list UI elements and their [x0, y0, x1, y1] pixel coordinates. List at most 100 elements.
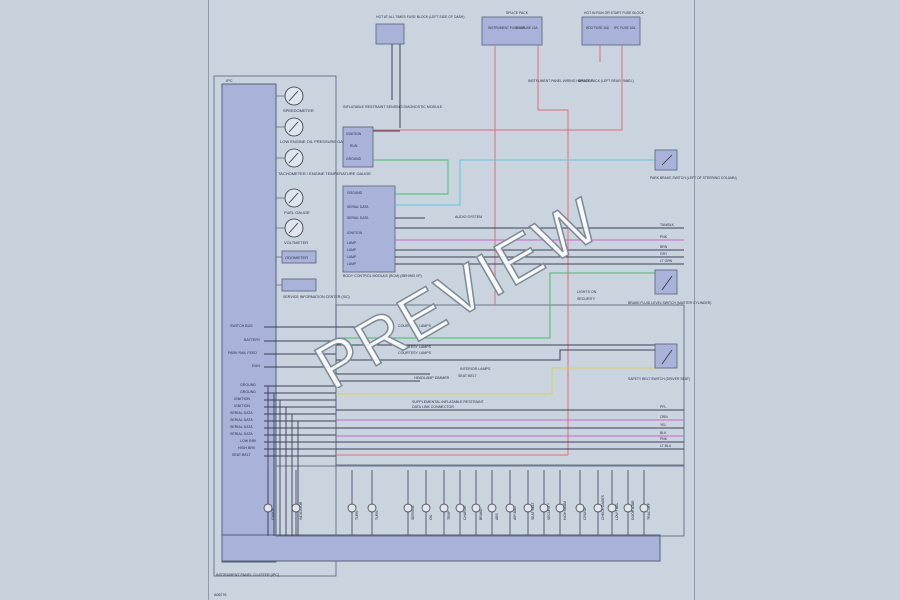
mid-label: SEAT BELT	[458, 374, 478, 378]
cluster-footer-label: INSTRUMENT PANEL CLUSTER (IPC)	[216, 573, 279, 577]
pin-label: PARK RAIL FEED	[228, 351, 257, 355]
wire-label: PNK	[660, 437, 668, 441]
indicator-lamp-icon	[455, 503, 465, 513]
splice-pack-a	[481, 16, 543, 46]
sir-pin-label: GROUND	[346, 157, 362, 161]
diagram-code: A06276	[214, 593, 226, 597]
bcm-pin-label: LAMP	[347, 255, 357, 259]
gauge-label: SPEEDOMETER	[283, 108, 314, 113]
pin-label: GROUND	[240, 383, 256, 387]
fuse-block-left-label: HOT AT ALL TIMES FUSE BLOCK (LEFT SIDE O…	[376, 15, 465, 19]
splice-pack-b-label: SPLICE PACK (LEFT REAR PANEL)	[578, 79, 634, 83]
ground-note: INSTRUMENT PANEL WIRING HARNESS	[528, 79, 593, 83]
sic-label: SERVICE INFORMATION CENTER (SIC)	[283, 295, 350, 299]
indicator-label: GAUGE	[271, 507, 275, 520]
indicator-label: INDICATOR	[299, 501, 303, 520]
mid-label: COURTESY LAMPS	[398, 345, 432, 349]
right-component-label: BRAKE FLUID LEVEL SWITCH (MASTER CYLINDE…	[628, 301, 711, 305]
pin-label: SERIAL DATA	[230, 432, 253, 436]
mid-label: COURTESY LAMPS	[398, 324, 432, 328]
bcm-pin-label: LAMP	[347, 248, 357, 252]
pin-label: SERIAL DATA	[230, 425, 253, 429]
pin-label: LOW BRK	[240, 439, 257, 443]
bcm-pin-label: GROUND	[347, 191, 363, 195]
indicator-lamp-icon	[263, 503, 273, 513]
indicator-label: SERVICE	[411, 504, 415, 520]
pin-label: SWITCH BUS	[230, 324, 253, 328]
indicator-lamp-icon	[593, 503, 603, 513]
pin-label: IGNITION	[234, 397, 250, 401]
odometer-label: ODOMETER	[285, 255, 308, 260]
indicator-label: LOW FUEL	[615, 503, 619, 520]
wire-label: PNK	[660, 235, 668, 239]
indicator-label: TEMP	[447, 510, 451, 520]
indicator-lamp-icon	[505, 503, 515, 513]
wire-label: TAN/BLK	[660, 223, 675, 227]
sir-module	[342, 126, 374, 168]
indicator-label: CHECK GAGES	[601, 494, 605, 520]
indicator-label: BRAKE	[479, 508, 483, 520]
bcm-pin-label: SERIAL DATA	[347, 216, 369, 220]
cluster-title: IPC	[226, 78, 233, 83]
gauge-label: FUEL GAUGE	[284, 210, 310, 215]
fuse-d-label: IPC FUSE 10A	[614, 26, 636, 30]
bcm-pin-label: SERIAL DATA	[347, 205, 369, 209]
gauge-label: LOW ENGINE OIL PRESSURE GAUGE	[280, 139, 352, 144]
mid-label: SECURITY	[577, 297, 596, 301]
wire-label: YEL	[660, 423, 667, 427]
pin-label: HIGH BRK	[238, 446, 256, 450]
pin-label: SEAT BELT	[232, 453, 252, 457]
mid-label: AUDIO SYSTEM	[455, 215, 482, 219]
indicator-label: ABS	[495, 512, 499, 520]
indicator-lamp-icon	[623, 503, 633, 513]
fuse-block-left	[375, 23, 405, 45]
main-harness-outline	[335, 304, 685, 466]
wire-label: ORN	[660, 415, 668, 419]
pin-label: SERIAL DATA	[230, 418, 253, 422]
mid-label: INTERIOR LAMPS	[460, 367, 491, 371]
indicator-label: DOOR AJAR	[631, 500, 635, 520]
indicator-label: CRUISE	[583, 506, 587, 520]
right-edge-wire-labels: TAN/BLK PNK BRN GRY LT GRN PPL ORN YEL B…	[660, 223, 675, 448]
fuse-a-label: INSTRUMENT FUSE 10A	[488, 26, 526, 30]
bcm-pin-label: LAMP	[347, 262, 357, 266]
pin-label: RUN	[252, 364, 260, 368]
indicator-label: CHARGE	[463, 505, 467, 520]
sir-module-label: INFLATABLE RESTRAINT SENSING DIAGNOSTIC …	[343, 105, 443, 109]
seat-belt-switch	[654, 343, 678, 369]
cluster-bottom-bar	[221, 534, 661, 562]
indicator-lamp-icon	[421, 503, 431, 513]
indicator-lamp-icon	[471, 503, 481, 513]
wire-label: LT BLU	[660, 444, 672, 448]
fuse-block-right-label: HOT IN RUN OR START FUSE BLOCK	[584, 11, 645, 15]
indicator-label: AIR BAG	[513, 506, 517, 520]
indicator-lamp-icon	[291, 503, 301, 513]
splice-pack-a-label: SPLICE PACK	[506, 11, 529, 15]
wire-label: PPL	[660, 405, 667, 409]
fuse-b-label: IGN FUSE 10A	[516, 26, 538, 30]
pin-label: GROUND	[240, 390, 256, 394]
park-brake-switch	[654, 149, 678, 171]
right-component-label: PARK BRAKE SWITCH (LEFT OF STEERING COLU…	[650, 176, 737, 180]
indicator-lamp-icon	[347, 503, 357, 513]
brake-fluid-switch	[654, 269, 678, 295]
indicator-label: SEAT BELT	[531, 502, 535, 520]
indicator-lamp-icon	[403, 503, 413, 513]
indicator-lamp-icon	[639, 503, 649, 513]
indicator-label: HIGH BEAM	[563, 501, 567, 520]
pin-label: BATTERY	[244, 338, 261, 342]
bcm-module-label: BODY CONTROL MODULE (BCM) (BEHIND I/P)	[343, 274, 422, 278]
wire-label: BRN	[660, 245, 668, 249]
pin-label: SERIAL DATA	[230, 411, 253, 415]
bcm-pin-label: LAMP	[347, 241, 357, 245]
mid-label: HEADLAMP DIMMER	[414, 376, 450, 380]
indicator-label: TRAC OFF	[647, 503, 651, 520]
bcm-pin-label: IGNITION	[347, 231, 363, 235]
right-component-label: SAFETY BELT SWITCH (DRIVER SEAT)	[628, 377, 690, 381]
indicator-label: SECURITY	[547, 502, 551, 520]
gauge-label: TACHOMETER / ENGINE TEMPERATURE GAUGE	[278, 171, 371, 176]
sir-pin-label: IGNITION	[346, 132, 362, 136]
